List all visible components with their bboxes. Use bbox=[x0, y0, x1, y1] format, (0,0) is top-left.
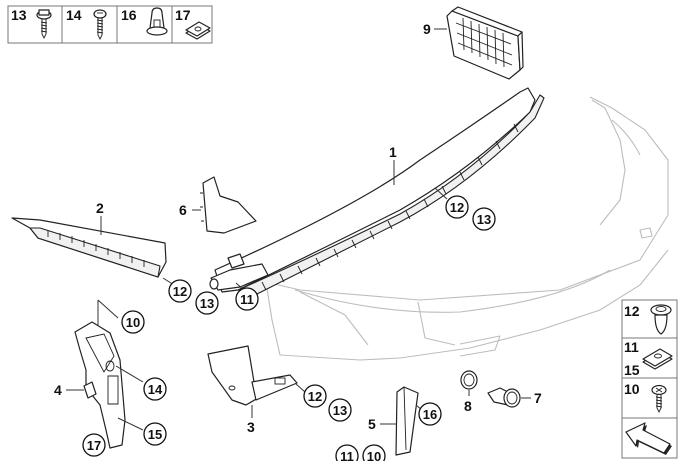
part-1-bumper-carrier[interactable]: 1 bbox=[214, 87, 545, 296]
part-3-lower-bracket[interactable]: 3 bbox=[207, 345, 306, 435]
legend-number: 12 bbox=[624, 303, 640, 319]
spring-nut-icon bbox=[185, 21, 211, 40]
expansion-nut-icon bbox=[146, 7, 168, 36]
direction-arrow-icon bbox=[625, 422, 672, 455]
callout-14[interactable]: 14 bbox=[143, 377, 167, 401]
part-label-4: 4 bbox=[54, 382, 62, 398]
callout-number: 15 bbox=[148, 427, 162, 442]
bumper-cover-outline bbox=[265, 96, 669, 361]
part-label-5: 5 bbox=[368, 416, 376, 432]
legend-item-12[interactable]: 12 bbox=[624, 303, 672, 335]
fastener-legend-top: 13 14 16 17 bbox=[7, 5, 213, 44]
legend-number: 15 bbox=[624, 362, 640, 378]
callout-17[interactable]: 17 bbox=[82, 433, 106, 457]
part-label-1: 1 bbox=[389, 144, 397, 160]
callout-number: 12 bbox=[308, 389, 322, 404]
legend-number: 13 bbox=[11, 7, 27, 23]
part-5-vertical-strip[interactable]: 5 bbox=[368, 386, 423, 456]
legend-number: 14 bbox=[66, 7, 82, 23]
legend-item-17[interactable]: 17 bbox=[175, 7, 211, 40]
part-8-ring-seal[interactable]: 8 bbox=[460, 370, 478, 414]
part-2-side-trim[interactable]: 2 bbox=[11, 200, 175, 286]
legend-number: 11 bbox=[624, 339, 639, 355]
callout-12[interactable]: 12 bbox=[303, 384, 327, 408]
callout-number: 10 bbox=[126, 315, 140, 330]
legend-item-11-15[interactable]: 11 15 bbox=[624, 339, 673, 378]
part-label-7: 7 bbox=[534, 390, 542, 406]
legend-number: 10 bbox=[624, 381, 640, 397]
part-9-vent-grille[interactable]: 9 bbox=[423, 6, 524, 80]
part-label-8: 8 bbox=[464, 398, 472, 414]
callout-12[interactable]: 12 bbox=[168, 279, 192, 303]
callout-13[interactable]: 13 bbox=[472, 207, 496, 231]
oval-head-screw-icon bbox=[93, 9, 107, 41]
callout-11[interactable]: 11 bbox=[335, 444, 359, 461]
part-label-2: 2 bbox=[96, 200, 104, 216]
callout-number: 13 bbox=[333, 403, 347, 418]
part-label-9: 9 bbox=[423, 21, 431, 37]
legend-item-13[interactable]: 13 bbox=[11, 7, 52, 40]
callout-12[interactable]: 12 bbox=[445, 195, 469, 219]
part-label-6: 6 bbox=[179, 202, 187, 218]
hex-flange-screw-icon bbox=[36, 9, 52, 40]
callout-number: 12 bbox=[450, 200, 464, 215]
part-1-end-bracket bbox=[209, 263, 269, 291]
legend-item-14[interactable]: 14 bbox=[66, 7, 107, 41]
callout-16[interactable]: 16 bbox=[418, 402, 442, 426]
callout-number: 11 bbox=[340, 449, 354, 461]
callout-13[interactable]: 13 bbox=[328, 398, 352, 422]
callout-number: 12 bbox=[173, 284, 187, 299]
callout-number: 13 bbox=[200, 296, 214, 311]
speed-nut-icon bbox=[642, 348, 673, 370]
fastener-legend-right: 12 11 15 10 bbox=[621, 299, 678, 459]
legend-number: 16 bbox=[121, 7, 137, 23]
callout-number: 13 bbox=[477, 212, 491, 227]
part-6-corner-bracket[interactable]: 6 bbox=[179, 176, 257, 234]
push-clip-icon bbox=[650, 304, 672, 335]
part-7-sensor-holder[interactable]: 7 bbox=[487, 387, 542, 408]
legend-number: 17 bbox=[175, 7, 191, 23]
legend-item-16[interactable]: 16 bbox=[121, 7, 168, 36]
callout-number: 16 bbox=[423, 407, 437, 422]
legend-item-10[interactable]: 10 bbox=[624, 381, 667, 414]
callout-13[interactable]: 13 bbox=[195, 291, 219, 315]
callout-10[interactable]: 10 bbox=[362, 444, 386, 461]
part-4-side-bracket[interactable]: 4 bbox=[54, 299, 144, 449]
callout-number: 10 bbox=[367, 449, 381, 461]
callout-number: 14 bbox=[148, 382, 163, 397]
pan-head-screw-icon bbox=[651, 384, 667, 414]
legend-item-arrow[interactable] bbox=[625, 422, 672, 455]
callout-number: 11 bbox=[240, 292, 254, 307]
callout-15[interactable]: 15 bbox=[143, 422, 167, 446]
callout-number: 17 bbox=[87, 438, 101, 453]
callout-10[interactable]: 10 bbox=[121, 310, 145, 334]
part-label-3: 3 bbox=[247, 419, 255, 435]
callout-11[interactable]: 11 bbox=[235, 287, 259, 311]
